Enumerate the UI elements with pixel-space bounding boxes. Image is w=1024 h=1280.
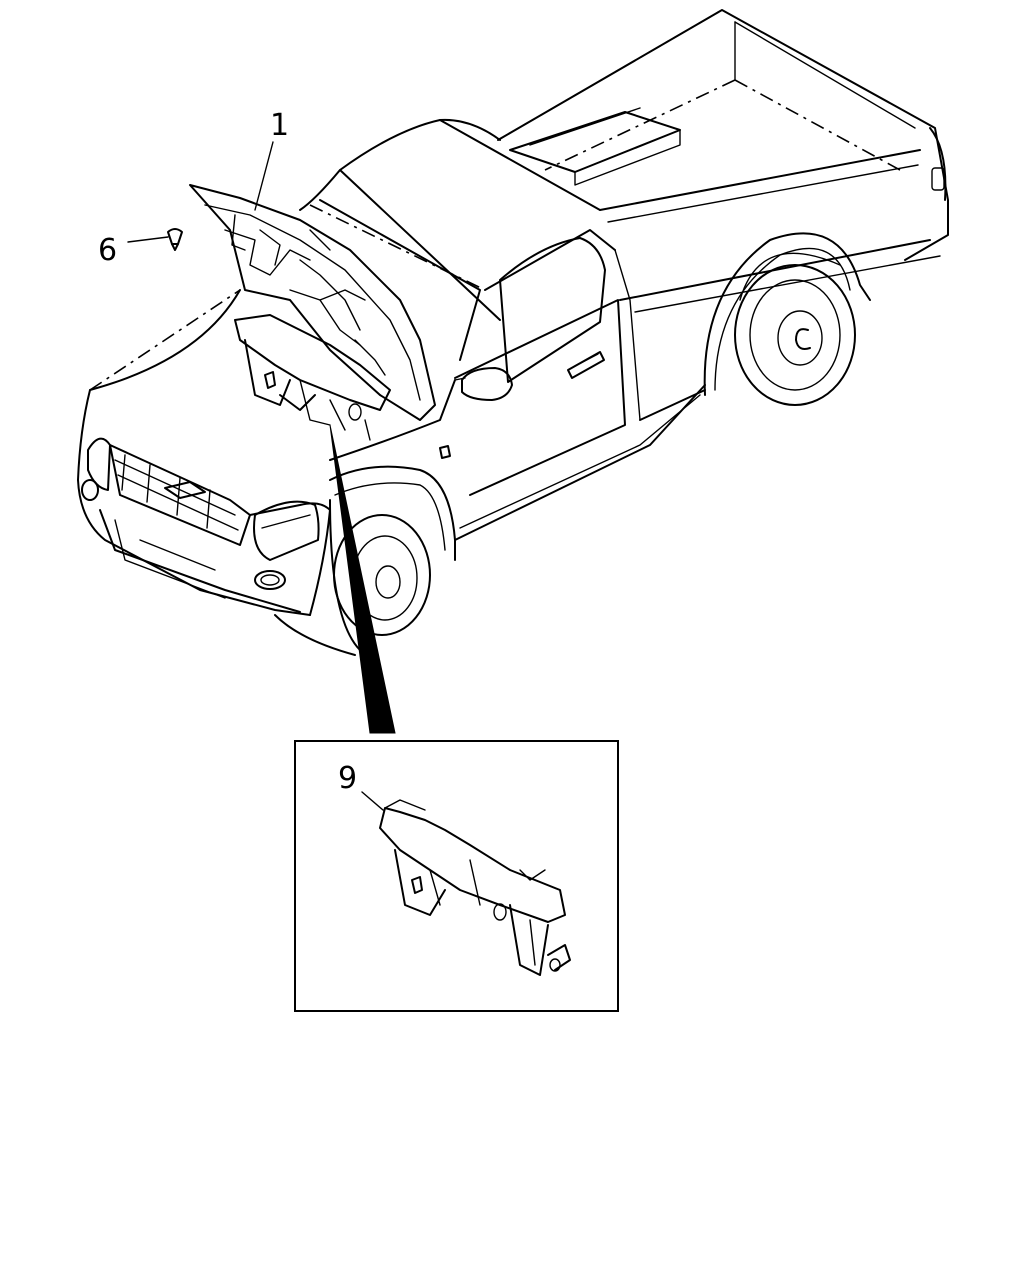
callout-9: 9: [338, 761, 357, 796]
bracket-detail-part: [379, 799, 571, 976]
leader-line-1: [254, 141, 274, 211]
leader-line-9: [361, 791, 384, 811]
callout-6: 6: [98, 233, 117, 268]
detail-pointer: [329, 424, 396, 734]
callout-1: 1: [270, 108, 289, 143]
hood-insulator-part: [189, 184, 436, 421]
leader-line-6: [127, 236, 169, 243]
clip-part: [167, 228, 183, 251]
engine-bay-bracket: [234, 314, 391, 441]
detail-box: [294, 740, 619, 1012]
pickup-truck-illustration: [77, 9, 949, 656]
